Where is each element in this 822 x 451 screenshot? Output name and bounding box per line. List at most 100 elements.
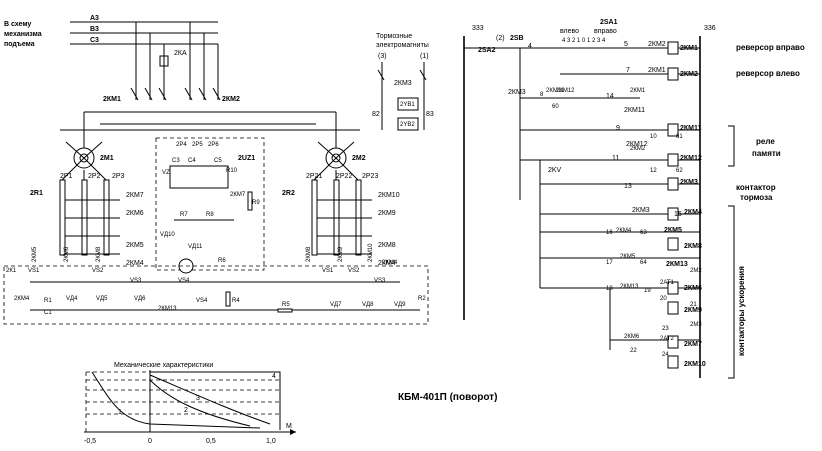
cap-c5: С5	[214, 158, 222, 164]
x-axis-label: М	[286, 423, 292, 430]
extra-18: 18	[606, 286, 613, 292]
extra-2km9: 2КМ9	[684, 307, 702, 314]
x-tick-neg05: -0,5	[84, 438, 96, 445]
label-reverse-right: реверсор вправо	[736, 43, 805, 52]
pin-2p4: 2Р4	[176, 142, 187, 148]
accel-contactors-label: контакторы ускорения	[737, 266, 746, 356]
row-7-num: 7	[626, 67, 630, 74]
bracket-accel	[728, 205, 735, 379]
memory-label-2: памяти	[752, 149, 781, 158]
extra-63: 63	[640, 230, 647, 236]
extra-2km6: 2КМ6	[684, 285, 702, 292]
contact-2km4-right: 2КМ4	[378, 260, 396, 267]
extra-2km10: 2КМ10	[684, 361, 706, 368]
node-333: 333	[472, 25, 484, 32]
row-5-contact: 2КМ2	[648, 41, 666, 48]
row-14-num: 14	[606, 93, 614, 100]
row-7-coil: 2КМ2	[680, 71, 698, 78]
curve-3	[149, 374, 271, 425]
node-336: 336	[704, 25, 716, 32]
extra-17: 17	[606, 260, 613, 266]
coil-2km12	[667, 153, 679, 167]
curve-1	[91, 371, 261, 429]
bl-r1: R1	[44, 298, 52, 304]
curve-label-3: 3	[196, 395, 200, 402]
extra-2km1: 2КМ1	[630, 88, 646, 94]
extra-23: 23	[662, 326, 669, 332]
row-13-contact: 2KV	[548, 167, 562, 174]
thyristor-block-frame	[3, 265, 429, 325]
extra-2km6b: 2КМ6	[624, 334, 640, 340]
row-11-num: 11	[612, 155, 619, 162]
brake-title-2: электромагниты	[376, 42, 429, 49]
extra-10: 10	[650, 134, 657, 140]
hoist-label-3: подъема	[4, 41, 35, 48]
br-vs2: VS2	[348, 268, 360, 274]
coil-2km6	[667, 281, 679, 295]
diagram-caption: КБМ-401П (поворот)	[398, 392, 497, 403]
br-2km4: 2КМ4	[382, 260, 398, 266]
label-right-dir: вправо	[594, 28, 617, 35]
hoist-label-1: В схему	[4, 21, 31, 28]
bl-2k1: 2К1	[6, 268, 17, 274]
extra-60: 60	[552, 104, 559, 110]
power-circuit: В схему механизма подъема А3 В3 С3 2КА	[3, 15, 429, 325]
bl-vd4: VД4	[66, 296, 78, 302]
brake-contact-2km3: 2КМ3	[394, 80, 412, 87]
curve-label-2: 2	[184, 407, 188, 414]
tap-2p2: 2Р2	[88, 173, 101, 180]
tap-2p23: 2Р23	[362, 173, 378, 180]
label-left-dir: влево	[560, 28, 579, 35]
part-vs4-top: VS4	[178, 278, 190, 284]
coil-2yb2	[397, 117, 419, 131]
extra-2km2: 2КМ2	[630, 146, 646, 152]
extra-2km8: 2КМ8	[684, 243, 702, 250]
part-r10: R10	[226, 168, 238, 174]
node-82: 82	[372, 111, 380, 118]
brake-num-left: (3)	[378, 53, 387, 60]
extra-61: 61	[676, 134, 683, 140]
coil-2km9	[667, 301, 679, 315]
brake-num-right: (1)	[420, 53, 429, 60]
memory-label-1: реле	[756, 137, 775, 146]
extra-12: 12	[650, 168, 657, 174]
phase-a3: А3	[90, 15, 99, 22]
bl-vs2: VS2	[92, 268, 104, 274]
label-2r1: 2R1	[30, 190, 43, 197]
label-2km1: 2КМ1	[103, 96, 121, 103]
tap-2p3: 2Р3	[112, 173, 125, 180]
v-right-2km10: 2КМ10	[368, 243, 374, 262]
part-r8: R8	[206, 212, 214, 218]
extra-22: 22	[630, 348, 637, 354]
coil-2km3	[667, 177, 679, 191]
part-2km7-ctrl: 2КМ7	[230, 192, 246, 198]
control-circuit: 333 336 2SA1 влево вправо 4 3 2 1 0 1 2 …	[463, 19, 805, 379]
row-11-contact: 2КМ12	[626, 141, 648, 148]
coil-2km11	[667, 123, 679, 137]
resistor-bank-2r1	[59, 170, 120, 256]
contact-2km10: 2КМ10	[378, 192, 400, 199]
row-15-num: 15	[674, 211, 682, 218]
row-9-num: 9	[616, 125, 620, 132]
extra-64: 64	[640, 260, 647, 266]
brake-magnets: Тормозные электромагниты (3) (1) 2КМ3 2Y…	[372, 33, 434, 131]
v-left-2km5: 2КМ5	[32, 246, 38, 262]
hoist-label-2: механизма	[4, 31, 42, 38]
br-vs3: VS3	[374, 278, 386, 284]
part-vs4: VS4	[196, 298, 208, 304]
extra-2km5b: 2КМ5	[620, 254, 636, 260]
extra-21: 21	[690, 302, 697, 308]
row-13-num: 13	[624, 183, 632, 190]
label-2m1: 2М1	[100, 155, 114, 162]
coil-2yb1	[397, 97, 419, 111]
coil-2km10	[667, 355, 679, 369]
bl-vs3: VS3	[130, 278, 142, 284]
contact-2km6: 2КМ6	[126, 210, 144, 217]
bl-vs1: VS1	[28, 268, 40, 274]
row-9-coil: 2КМ11	[680, 125, 702, 132]
resistor-bank-2r2	[311, 170, 372, 256]
brake-contactor-1: контактор	[736, 183, 776, 192]
row-13-coil: 2КМ3	[680, 179, 698, 186]
